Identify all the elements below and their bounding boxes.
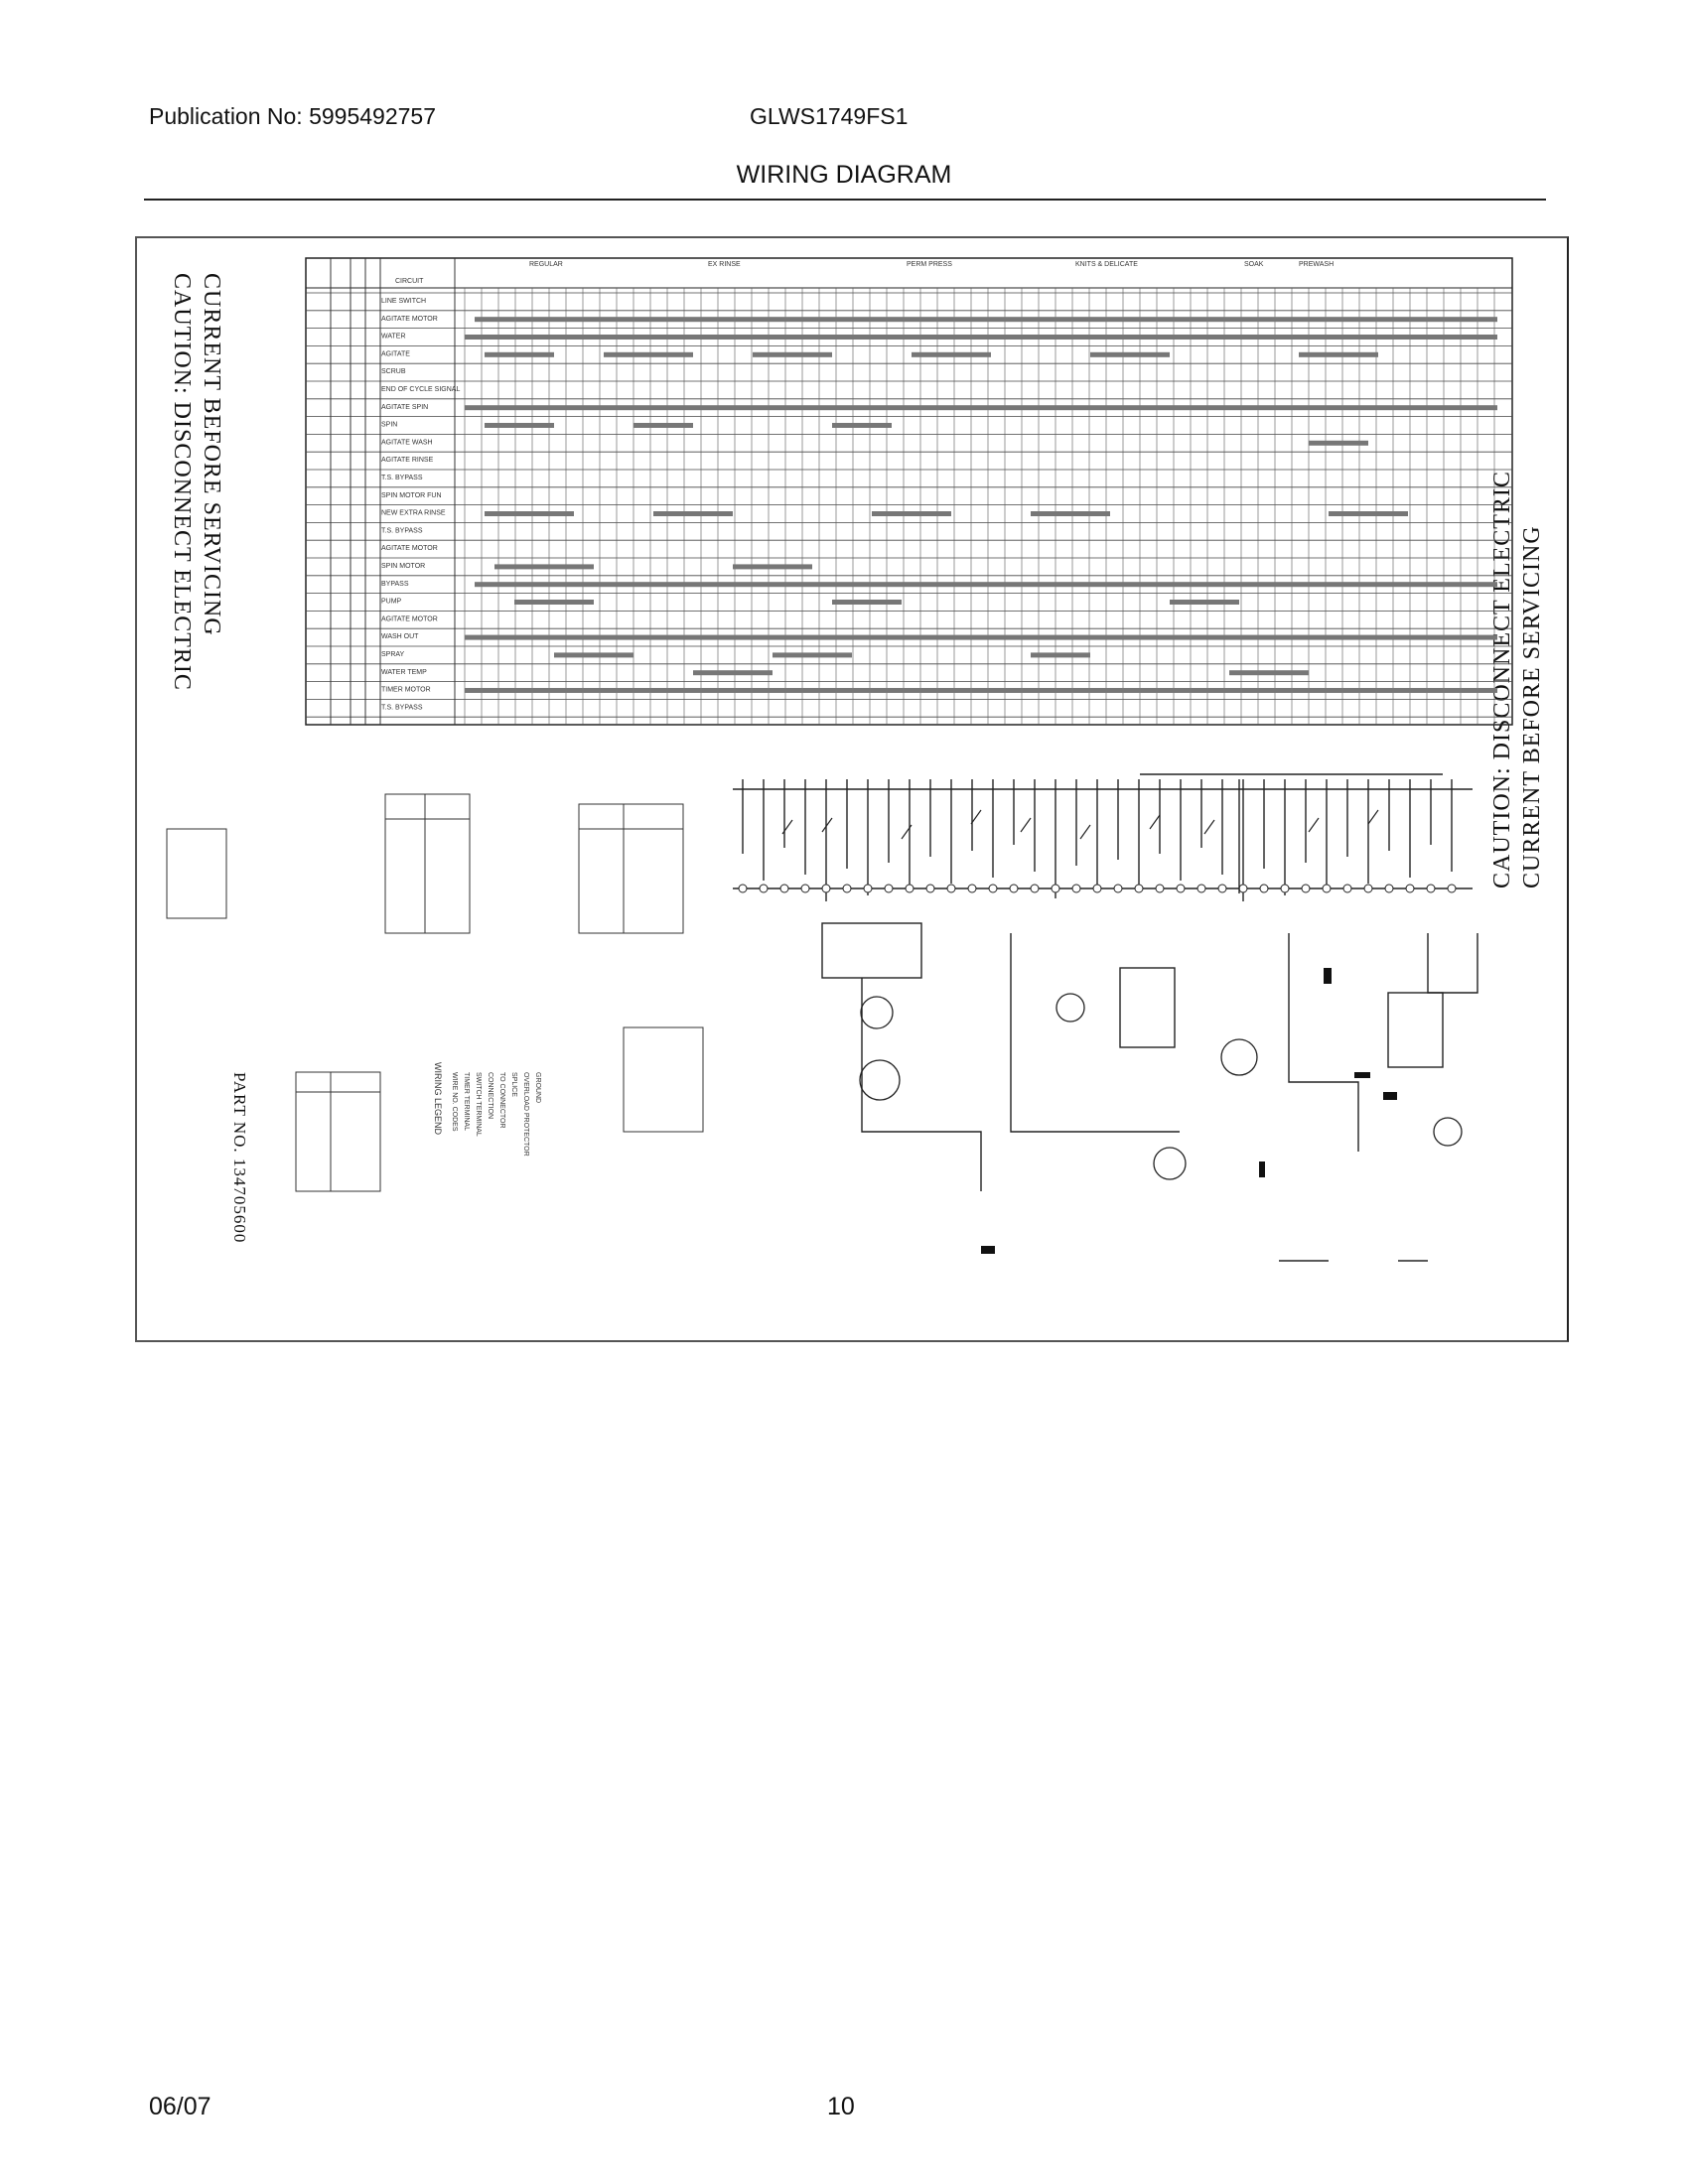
legend-title: WIRING LEGEND — [433, 1062, 443, 1136]
circuit-label: TIMER MOTOR — [381, 687, 431, 694]
title-rule — [144, 199, 1546, 201]
legend-item: TIMER TERMINAL — [463, 1072, 470, 1131]
cycle-group-label: REGULAR — [529, 261, 563, 268]
cycle-group-labels: REGULAR EX RINSE PERM PRESS KNITS & DELICAT… — [529, 261, 1334, 268]
circuit-label: LINE SWITCH — [381, 298, 426, 305]
circuit-label: AGITATE MOTOR — [381, 545, 438, 552]
circuit-label: BYPASS — [381, 581, 409, 588]
model-number: GLWS1749FS1 — [750, 103, 909, 129]
legend-item: OVERLOAD PROTECTOR — [522, 1072, 529, 1157]
legend-item: SPLICE — [510, 1072, 517, 1097]
legend-item: TO CONNECTOR — [498, 1072, 505, 1129]
circuit-label: AGITATE RINSE — [381, 457, 434, 464]
chart-lines — [306, 258, 1512, 725]
circuit-header: CIRCUIT — [395, 278, 424, 285]
schematic — [733, 773, 1478, 1262]
circuit-label: T.S. BYPASS — [381, 527, 423, 534]
caution-left-line-1: CAUTION: DISCONNECT ELECTRIC — [169, 273, 195, 691]
motor-symbol-box — [166, 828, 227, 919]
cotton-switch-table — [384, 793, 471, 934]
cycle-group-label: SOAK — [1244, 261, 1264, 268]
caution-right: CAUTION: DISCONNECT ELECTRIC CURRENT BEF… — [1489, 471, 1545, 888]
circuit-label: AGITATE SPIN — [381, 404, 428, 411]
circuit-label: WATER TEMP — [381, 669, 427, 676]
circuit-label: END OF CYCLE SIGNAL — [381, 386, 460, 393]
caution-left: CAUTION: DISCONNECT ELECTRIC CURRENT BEF… — [169, 273, 224, 691]
legend-item: CONNECTION — [487, 1072, 493, 1119]
circuit-label: SCRUB — [381, 368, 406, 375]
timer-sequence-chart: CIRCUIT REGULAR EX RINSE PERM PRESS KNITS &… — [305, 257, 1513, 726]
circuit-label: SPIN MOTOR — [381, 563, 425, 570]
circuit-labels: LINE SWITCH AGITATE MOTOR WATER AGITATE SCRU… — [381, 298, 460, 711]
caution-left-line-2: CURRENT BEFORE SERVICING — [199, 273, 224, 636]
circuit-label: SPIN — [381, 422, 397, 429]
circuit-label: WATER — [381, 334, 406, 341]
cycle-group-label: EX RINSE — [708, 261, 741, 268]
circuit-label: SPIN MOTOR FUN — [381, 492, 442, 499]
footer-date: 06/07 — [149, 2093, 211, 2120]
cycle-group-label: KNITS & DELICATE — [1075, 261, 1138, 268]
wiring-legend: WIRING LEGEND WIRE NO. CODES TIMER TERMIN… — [433, 1062, 541, 1157]
legend-item: WIRE NO. CODES — [451, 1072, 458, 1132]
speed-switch-table — [295, 1071, 381, 1192]
circuit-label: PUMP — [381, 599, 402, 606]
circuit-label: T.S. BYPASS — [381, 704, 423, 711]
circuit-label: AGITATE — [381, 350, 410, 357]
cycle-group-label: PREWASH — [1299, 261, 1334, 268]
publication-number: Publication No: 5995492757 — [149, 103, 437, 129]
circuit-label: T.S. BYPASS — [381, 475, 423, 481]
page-title: WIRING DIAGRAM — [736, 161, 952, 189]
wiring-diagram: CAUTION: DISCONNECT ELECTRIC CURRENT BEF… — [135, 236, 1569, 1342]
svg-text:PART NO. 134705600: PART NO. 134705600 — [230, 1072, 249, 1243]
wiring-diagram-drawing: CAUTION: DISCONNECT ELECTRIC CURRENT BEF… — [166, 257, 1545, 1262]
connector-block — [623, 1026, 704, 1133]
caution-right-line-2: CURRENT BEFORE SERVICING — [1519, 525, 1545, 888]
part-number: PART NO. 134705600 — [230, 1072, 249, 1243]
circuit-label: AGITATE WASH — [381, 439, 433, 446]
circuit-label: WASH OUT — [381, 633, 419, 640]
caution-right-line-1: CAUTION: DISCONNECT ELECTRIC — [1489, 471, 1515, 888]
circuit-label: NEW EXTRA RINSE — [381, 510, 446, 517]
page-number: 10 — [827, 2093, 855, 2120]
switch-tables — [166, 793, 704, 1192]
chart-frame — [305, 257, 1513, 726]
legend-item: GROUND — [534, 1072, 541, 1103]
cycle-group-label: PERM PRESS — [907, 261, 952, 268]
circuit-label: SPRAY — [381, 651, 405, 658]
temperature-table — [578, 803, 684, 934]
circuit-label: AGITATE MOTOR — [381, 316, 438, 323]
circuit-label: AGITATE MOTOR — [381, 615, 438, 622]
legend-item: SWITCH TERMINAL — [475, 1072, 482, 1137]
